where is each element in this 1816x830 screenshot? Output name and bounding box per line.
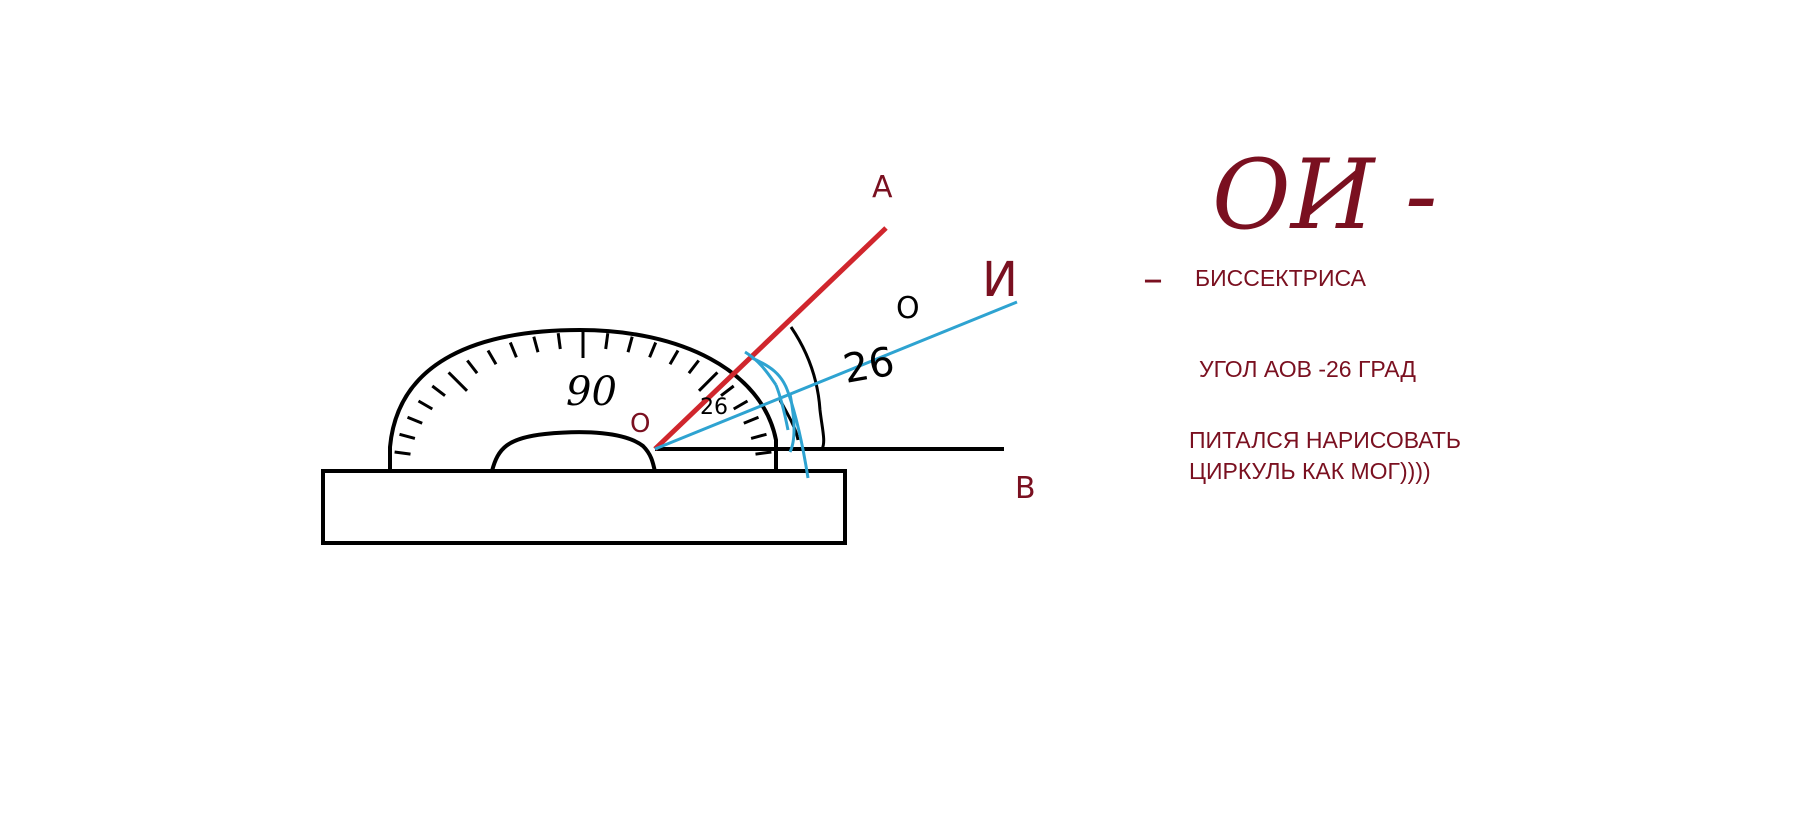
protractor-tick bbox=[687, 359, 700, 375]
protractor-label-90: 90 bbox=[566, 369, 617, 415]
protractor-tick-marks bbox=[394, 332, 772, 456]
bisector-oi bbox=[654, 300, 1018, 451]
degree-mark: О bbox=[896, 291, 920, 326]
protractor-outer-arc bbox=[388, 327, 778, 471]
protractor-tick bbox=[532, 336, 540, 353]
protractor-tick bbox=[486, 349, 498, 366]
protractor-tick bbox=[732, 399, 749, 411]
label-point-i: И bbox=[982, 252, 1018, 308]
protractor-label-26-small: 26 bbox=[700, 395, 728, 420]
label-point-a: A bbox=[872, 170, 893, 205]
protractor-tick bbox=[394, 450, 411, 456]
label-point-b: B bbox=[1015, 471, 1036, 506]
protractor-tick bbox=[508, 341, 518, 358]
protractor-tick bbox=[399, 432, 416, 440]
ray-oa bbox=[653, 226, 888, 451]
protractor-tick bbox=[720, 384, 735, 397]
protractor-tick bbox=[697, 371, 719, 392]
protractor-tick bbox=[417, 399, 434, 411]
angle-label-26: 26 bbox=[840, 339, 898, 393]
protractor-tick bbox=[750, 432, 767, 440]
protractor-tick bbox=[668, 349, 680, 366]
label-point-o: O bbox=[630, 409, 650, 439]
handwritten-title: ОИ - bbox=[1212, 139, 1437, 251]
protractor-tick bbox=[648, 341, 658, 358]
protractor-inner-arc bbox=[490, 430, 657, 473]
note-compass-attempt: ПИТАЛСЯ НАРИСОВАТЬ ЦИРКУЛЬ КАК МОГ)))) bbox=[1189, 427, 1461, 484]
protractor-tick bbox=[743, 415, 760, 425]
note-bisector: БИССЕКТРИСА bbox=[1195, 265, 1366, 291]
ruler-rectangle bbox=[321, 469, 847, 545]
protractor-tick bbox=[406, 415, 423, 425]
compass-construction-blue bbox=[744, 350, 810, 479]
handwritten-dash: – bbox=[1143, 256, 1163, 302]
note-angle-aob: УГОЛ АОВ -26 ГРАД bbox=[1199, 356, 1416, 382]
protractor-tick bbox=[447, 371, 469, 392]
protractor-tick bbox=[556, 333, 562, 350]
compass-arc-black bbox=[789, 326, 826, 450]
protractor-tick bbox=[431, 384, 446, 397]
protractor-tick bbox=[626, 336, 634, 353]
protractor-tick bbox=[604, 333, 610, 350]
protractor-tick bbox=[755, 450, 772, 456]
protractor-tick bbox=[466, 359, 479, 375]
